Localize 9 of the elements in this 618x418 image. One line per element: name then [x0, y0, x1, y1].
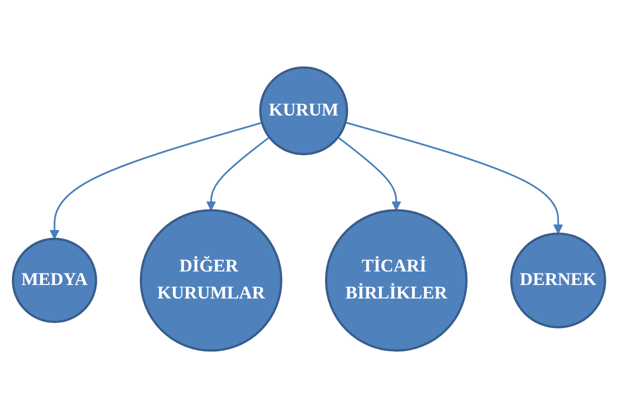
arrow — [345, 122, 564, 234]
node-circle: DİĞER KURUMLAR — [140, 209, 282, 352]
node-circle: DERNEK — [510, 232, 606, 328]
arrow — [206, 136, 270, 211]
node-circle: MEDYA — [12, 238, 98, 324]
node-circle: KURUM — [259, 66, 348, 156]
arrow — [337, 136, 402, 211]
node-circle: TİCARİ BİRLİKLER — [325, 209, 468, 352]
arrow — [50, 122, 262, 240]
